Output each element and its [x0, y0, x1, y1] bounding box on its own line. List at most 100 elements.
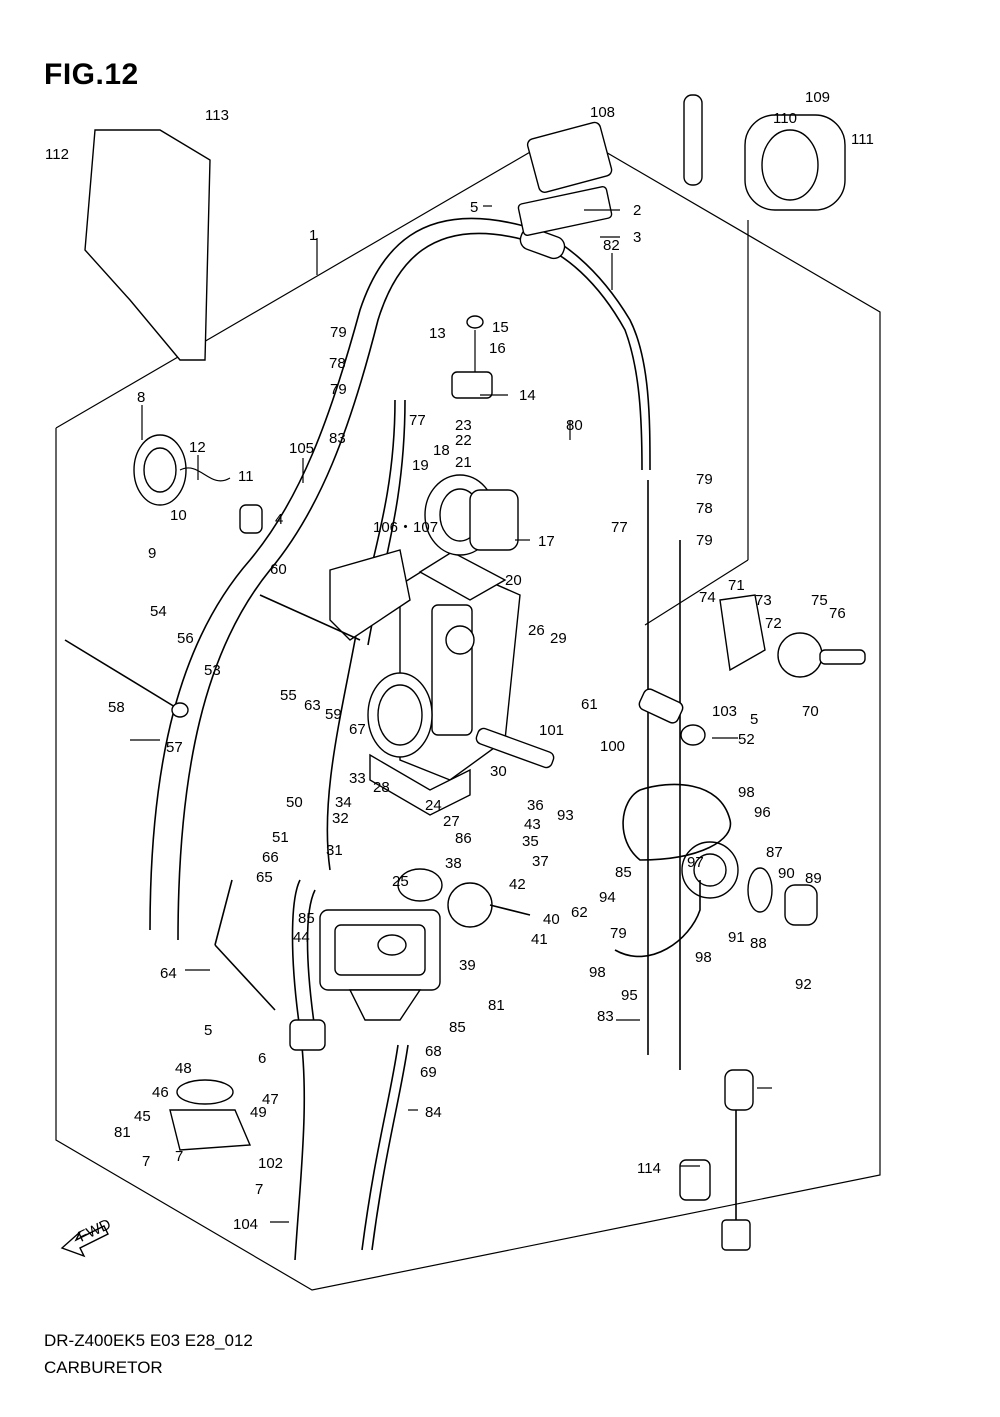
callout-label: 110 — [773, 110, 797, 127]
callout-label: 27 — [443, 813, 460, 830]
callout-label: 83 — [597, 1008, 614, 1025]
callout-label: 39 — [459, 957, 476, 974]
callout-label: 53 — [204, 662, 221, 679]
callout-label: 106・107 — [373, 519, 438, 536]
callout-label: 4 — [275, 511, 283, 528]
callout-label: 31 — [326, 842, 343, 859]
callout-label: 75 — [811, 592, 828, 609]
callout-label: 114 — [637, 1160, 661, 1177]
callout-label: 98 — [695, 949, 712, 966]
callout-label: 100 — [600, 738, 625, 755]
callout-label: 98 — [589, 964, 606, 981]
callout-label: 21 — [455, 454, 472, 471]
callout-label: 87 — [766, 844, 783, 861]
callout-label: 17 — [538, 533, 555, 550]
callout-label: 23 — [455, 417, 472, 434]
callout-label: 85 — [449, 1019, 466, 1036]
callout-label: 105 — [289, 440, 314, 457]
callout-label: 78 — [329, 355, 346, 372]
callout-label: 104 — [233, 1216, 258, 1233]
callout-label: 101 — [539, 722, 564, 739]
callout-label: 40 — [543, 911, 560, 928]
callout-label: 3 — [633, 229, 641, 246]
callout-label: 76 — [829, 605, 846, 622]
callout-label: 85 — [298, 910, 315, 927]
callout-label: 78 — [696, 500, 713, 517]
callout-label: 33 — [349, 770, 366, 787]
callout-label: 79 — [330, 381, 347, 398]
callout-label: 81 — [488, 997, 505, 1014]
callout-label: 103 — [712, 703, 737, 720]
callout-label: 28 — [373, 779, 390, 796]
callout-label: 51 — [272, 829, 289, 846]
callout-label: 90 — [778, 865, 795, 882]
callout-label: 15 — [492, 319, 509, 336]
callout-label: 93 — [557, 807, 574, 824]
fwd-arrow-icon: FWD — [60, 1216, 114, 1258]
callout-label: 77 — [611, 519, 628, 536]
callout-label: 43 — [524, 816, 541, 833]
callout-label: 108 — [590, 104, 615, 121]
callout-label: 30 — [490, 763, 507, 780]
callout-label: 54 — [150, 603, 167, 620]
callout-label: 34 — [335, 794, 352, 811]
callout-label: 81 — [114, 1124, 131, 1141]
callout-label: 79 — [610, 925, 627, 942]
callout-label: 102 — [258, 1155, 283, 1172]
callout-label: 25 — [392, 873, 409, 890]
callout-label: 67 — [349, 721, 366, 738]
callout-label: 79 — [696, 532, 713, 549]
callout-label: 10 — [170, 507, 187, 524]
callout-label: 111 — [851, 131, 874, 148]
callout-label: 69 — [420, 1064, 437, 1081]
callout-label: 44 — [293, 929, 310, 946]
callout-label: 73 — [755, 592, 772, 609]
callout-label: 29 — [550, 630, 567, 647]
callout-label: 41 — [531, 931, 548, 948]
callout-label: 63 — [304, 697, 321, 714]
callout-label: 55 — [280, 687, 297, 704]
callout-label: 35 — [522, 833, 539, 850]
callout-label: 22 — [455, 432, 472, 449]
callout-label: 72 — [765, 615, 782, 632]
callout-label: 65 — [256, 869, 273, 886]
callout-label: 88 — [750, 935, 767, 952]
section-name: CARBURETOR — [44, 1358, 163, 1377]
callout-label: 77 — [409, 412, 426, 429]
callout-label: 13 — [429, 325, 446, 342]
callout-label: 68 — [425, 1043, 442, 1060]
callout-label: 71 — [728, 577, 745, 594]
callout-label: 49 — [250, 1104, 267, 1121]
callout-label: 38 — [445, 855, 462, 872]
callout-label: 64 — [160, 965, 177, 982]
callout-label: 56 — [177, 630, 194, 647]
callout-label: 60 — [270, 561, 287, 578]
callout-label: 79 — [696, 471, 713, 488]
callout-label: 6 — [258, 1050, 266, 1067]
callout-label: 86 — [455, 830, 472, 847]
callout-label: 37 — [532, 853, 549, 870]
callout-label: 5 — [470, 199, 478, 216]
figure-title: FIG.12 — [44, 58, 139, 91]
callout-label: 45 — [134, 1108, 151, 1125]
callout-label: 5 — [750, 711, 758, 728]
callout-label: 109 — [805, 89, 830, 106]
callout-label: 11 — [238, 468, 254, 485]
callout-label: 50 — [286, 794, 303, 811]
callout-label: 20 — [505, 572, 522, 589]
callout-label: 113 — [205, 107, 229, 124]
callout-label: 12 — [189, 439, 206, 456]
callout-label: 47 — [262, 1091, 279, 1108]
callout-label: 83 — [329, 430, 346, 447]
callout-label: 18 — [433, 442, 450, 459]
callout-label: 32 — [332, 810, 349, 827]
callout-label: 5 — [204, 1022, 212, 1039]
callout-label: 14 — [519, 387, 536, 404]
callout-label: 91 — [728, 929, 745, 946]
callout-label: 97 — [687, 854, 704, 871]
callout-label: 7 — [142, 1153, 150, 1170]
callout-label: 70 — [802, 703, 819, 720]
callout-label: 19 — [412, 457, 429, 474]
callout-label: 42 — [509, 876, 526, 893]
